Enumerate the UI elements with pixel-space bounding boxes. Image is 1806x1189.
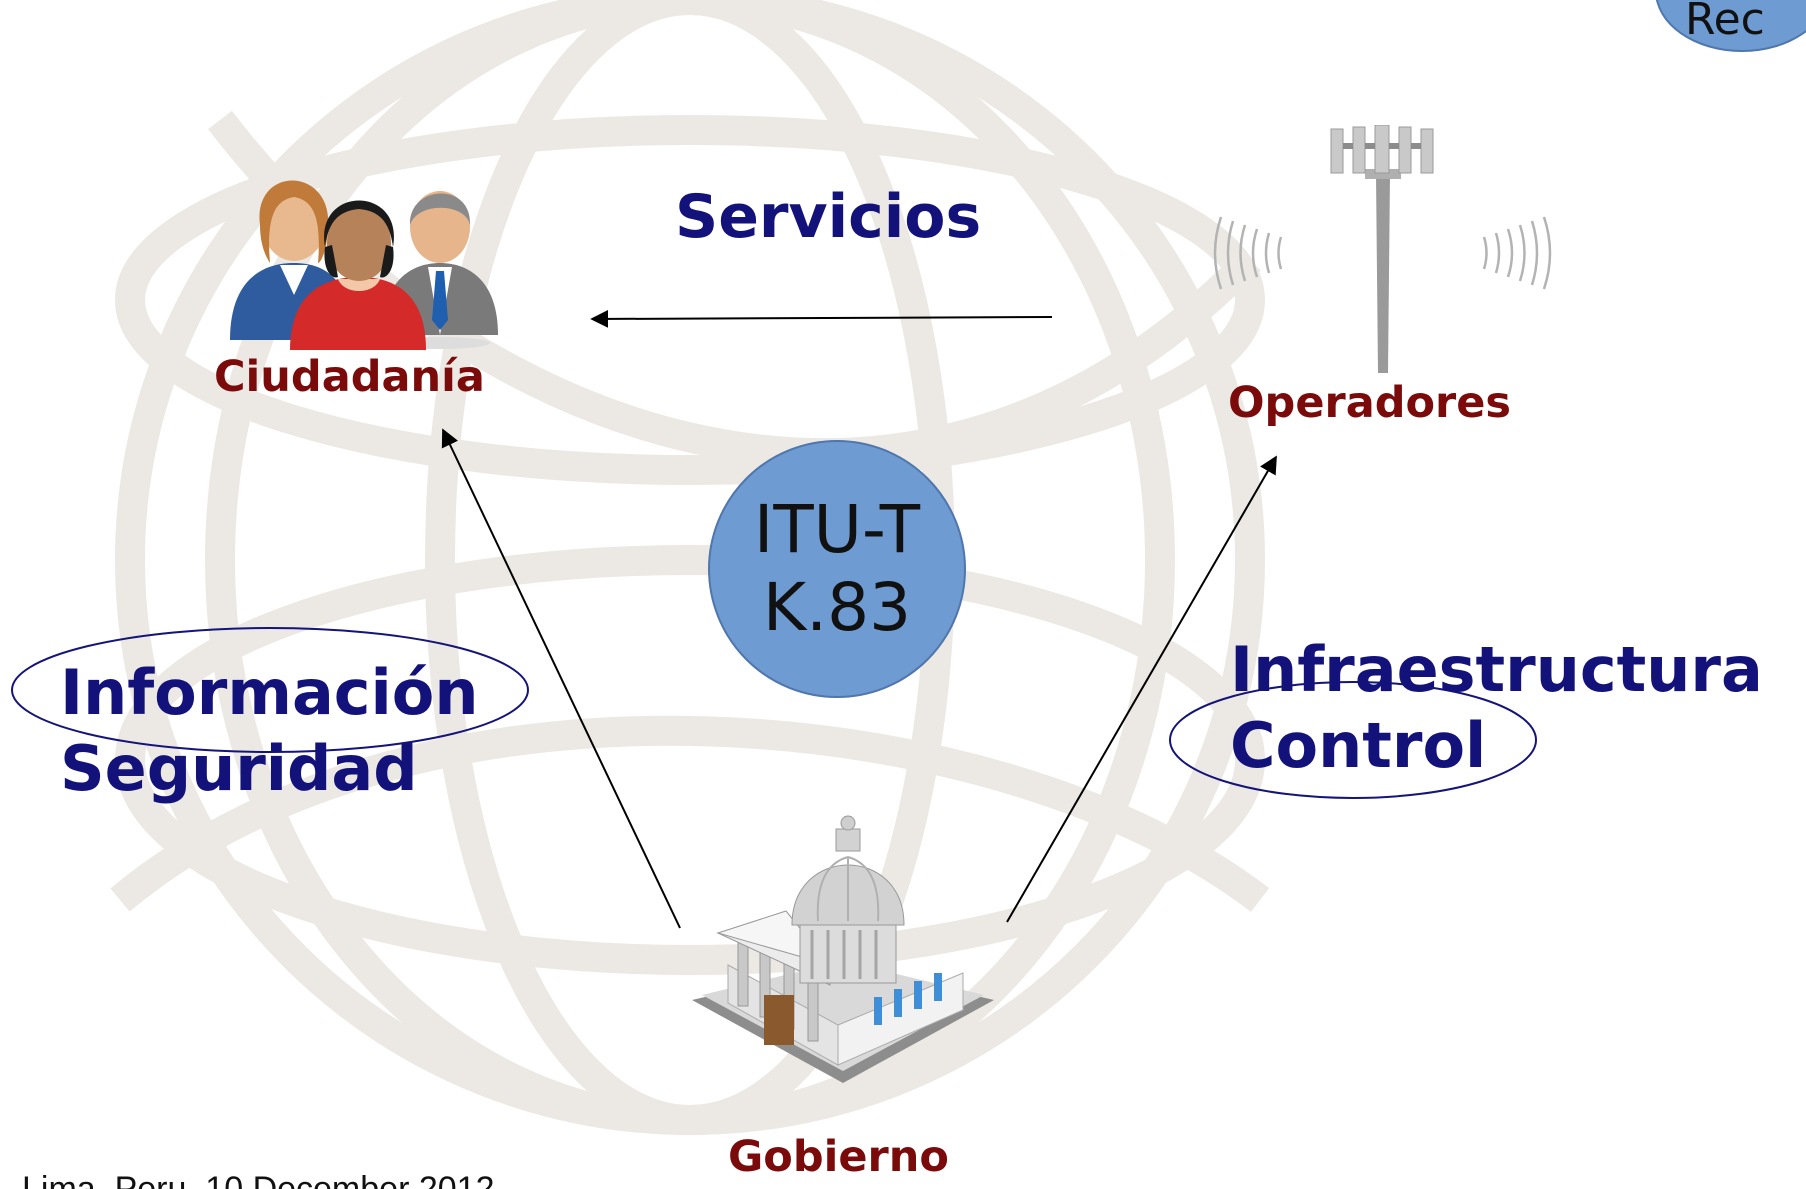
center-line-1: ITU-T — [753, 491, 921, 568]
arrow-operators-to-citizens — [590, 309, 1053, 328]
infrastructure-label: Infraestructura — [1230, 633, 1763, 706]
control-label: Control — [1230, 709, 1487, 782]
footer-location-date: Lima, Peru, 10 December 2012 — [22, 1170, 495, 1189]
center-line-2: K.83 — [762, 569, 912, 646]
arrow-government-to-citizens — [441, 428, 681, 929]
rec-badge: Rec — [1655, 0, 1806, 52]
citizens-label: Ciudadanía — [214, 352, 485, 402]
control-highlight-ellipse — [1169, 681, 1537, 799]
arrow-government-to-operators — [1006, 455, 1277, 923]
government-building-icon — [692, 815, 994, 1083]
security-label: Seguridad — [60, 732, 418, 805]
itu-t-k83-circle: ITU-T K.83 — [708, 440, 966, 698]
government-label: Gobierno — [728, 1132, 949, 1182]
cell-tower-icon — [1213, 125, 1552, 373]
rec-badge-label: Rec — [1685, 0, 1765, 45]
operators-label: Operadores — [1228, 378, 1512, 428]
information-highlight-ellipse — [11, 627, 529, 753]
services-label: Servicios — [675, 182, 982, 252]
people-icon — [230, 180, 498, 350]
information-label: Información — [60, 656, 479, 729]
